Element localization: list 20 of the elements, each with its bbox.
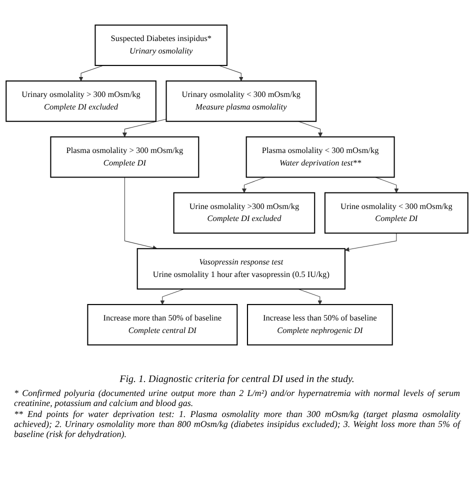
- arrow: [124, 176, 158, 250]
- node-box: Urinary osmolality < 300 mOsm/kg Measure plasma osmolality: [166, 80, 317, 122]
- arrow: [218, 65, 244, 82]
- node-box: Plasma osmolality < 300 mOsm/kg Water deprivation test**: [246, 136, 395, 178]
- node-box: Plasma osmolality > 300 mOsm/kg Complete DI: [50, 136, 200, 178]
- node-box: Increase less than 50% of baseline Complete nephrogenic DI: [246, 304, 393, 346]
- node-box: Increase more than 50% of baseline Complete central DI: [87, 304, 238, 346]
- node-box: Suspected Diabetes insipidus* Urinary osmolality: [94, 24, 228, 66]
- node-box: Urine osmolality >300 mOsm/kg Complete DI excluded: [173, 192, 316, 234]
- arrow: [344, 232, 397, 252]
- node-box: Vasopressin response test Urine osmolality 1 hour after vasopressin (0.5 IU/kg): [136, 248, 346, 290]
- arrow: [78, 65, 104, 82]
- arrow: [298, 121, 323, 138]
- arrow: [375, 176, 399, 193]
- footnote: ** End points for water deprivation test: 1. Plasma osmolality more than 300 mOsm/kg (target plasma osmolality achieved); 2. Urinary osmolality more than 800 mOsm/kg (diabetes insipidus excluded); 3. Weight loss more than 5% of baseline (risk for dehydration).: [14, 409, 460, 439]
- footnote: * Confirmed polyuria (documented urine output more than 2 L/m²) and/or hypernatremia with normal levels of serum creatinine, potassium and calcium and blood gas.: [14, 388, 460, 408]
- arrow: [122, 118, 167, 138]
- node-box: Urine osmolality < 300 mOsm/kg Complete DI: [324, 192, 468, 234]
- node-box: Urinary osmolality > 300 mOsm/kg Complete DI excluded: [6, 80, 156, 122]
- figure-caption: Fig. 1. Diagnostic criteria for central DI used in the study.: [120, 374, 354, 385]
